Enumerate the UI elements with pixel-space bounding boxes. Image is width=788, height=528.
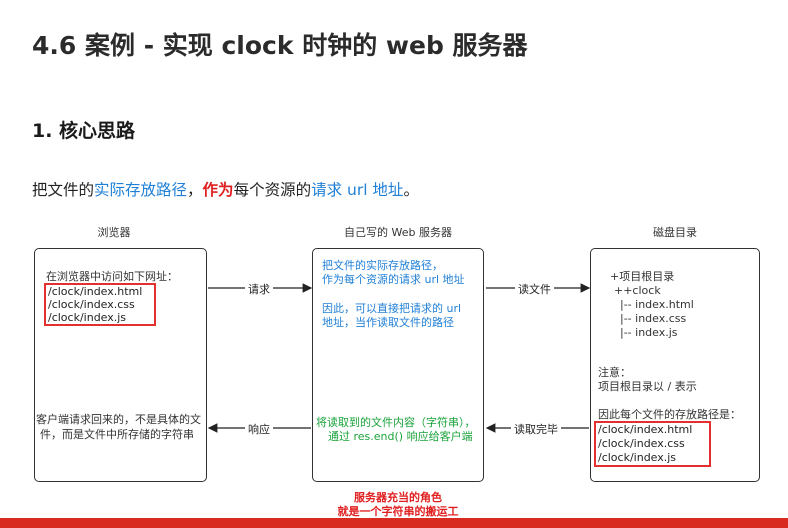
server-text-line: 作为每个资源的请求 url 地址 [322, 273, 465, 286]
server-text-line: 因此，可以直接把请求的 url [322, 302, 462, 315]
column-label-browser: 浏览器 [97, 226, 131, 239]
browser-url-highlight [44, 283, 156, 326]
disk-path-highlight [594, 421, 711, 467]
disk-tree-item: ++clock [614, 284, 661, 297]
sentence-part: 。 [403, 181, 419, 199]
disk-tree-item: |-- index.js [620, 326, 678, 339]
arrow-label-request: 请求 [245, 281, 273, 297]
browser-box [34, 248, 207, 482]
sentence-part: 把文件的 [32, 181, 95, 199]
page-title: 4.6 案例 - 实现 clock 时钟的 web 服务器 [32, 31, 528, 60]
sentence-part: 每个资源的 [233, 181, 312, 199]
disk-path-item: /clock/index.css [598, 437, 685, 450]
section-heading: 1. 核心思路 [32, 120, 136, 142]
browser-intro-text: 在浏览器中访问如下网址： [46, 270, 178, 283]
browser-url-item: /clock/index.css [48, 298, 135, 311]
sentence-highlight-url: 请求 url 地址 [311, 181, 404, 199]
disk-note-text: 项目根目录以 / 表示 [598, 380, 697, 393]
disk-box [590, 248, 760, 482]
server-text-line: 把文件的实际存放路径， [322, 259, 443, 272]
sentence-highlight-as: 作为 [202, 181, 234, 199]
server-text-line: 地址，当作读取文件的路径 [322, 316, 454, 329]
disk-note-text: 因此每个文件的存放路径是： [598, 408, 741, 421]
core-idea-sentence: 把文件的实际存放路径，作为每个资源的请求 url 地址。 [32, 178, 419, 200]
browser-url-item: /clock/index.html [48, 285, 143, 298]
disk-tree-item: +项目根目录 [610, 270, 675, 283]
disk-tree-item: |-- index.css [620, 312, 687, 325]
disk-path-item: /clock/index.js [598, 451, 677, 464]
server-green-line: 通过 res.end() 响应给客户端 [328, 430, 473, 443]
sentence-highlight-path: 实际存放路径 [94, 181, 188, 199]
browser-url-item: /clock/index.js [48, 311, 127, 324]
arrow-label-response: 响应 [245, 421, 273, 437]
server-box [312, 248, 484, 482]
column-label-server: 自己写的 Web 服务器 [344, 226, 452, 239]
browser-bottom-text: 件，而是文件中所存储的字符串 [40, 428, 194, 441]
sentence-part: ， [187, 181, 203, 199]
disk-path-item: /clock/index.html [598, 423, 693, 436]
arrow-label-read-file: 读文件 [515, 281, 554, 297]
bottom-accent-bar [0, 518, 788, 528]
arrow-label-read-done: 读取完毕 [511, 421, 561, 437]
column-label-disk: 磁盘目录 [653, 226, 697, 239]
disk-note-text: 注意： [598, 366, 631, 379]
disk-tree-item: |-- index.html [620, 298, 694, 311]
role-note-line: 就是一个字符串的搬运工 [337, 505, 459, 518]
server-green-line: 将读取到的文件内容（字符串）， [316, 416, 476, 429]
role-note-line: 服务器充当的角色 [354, 491, 442, 504]
browser-bottom-text: 客户端请求回来的，不是具体的文 [36, 413, 201, 426]
